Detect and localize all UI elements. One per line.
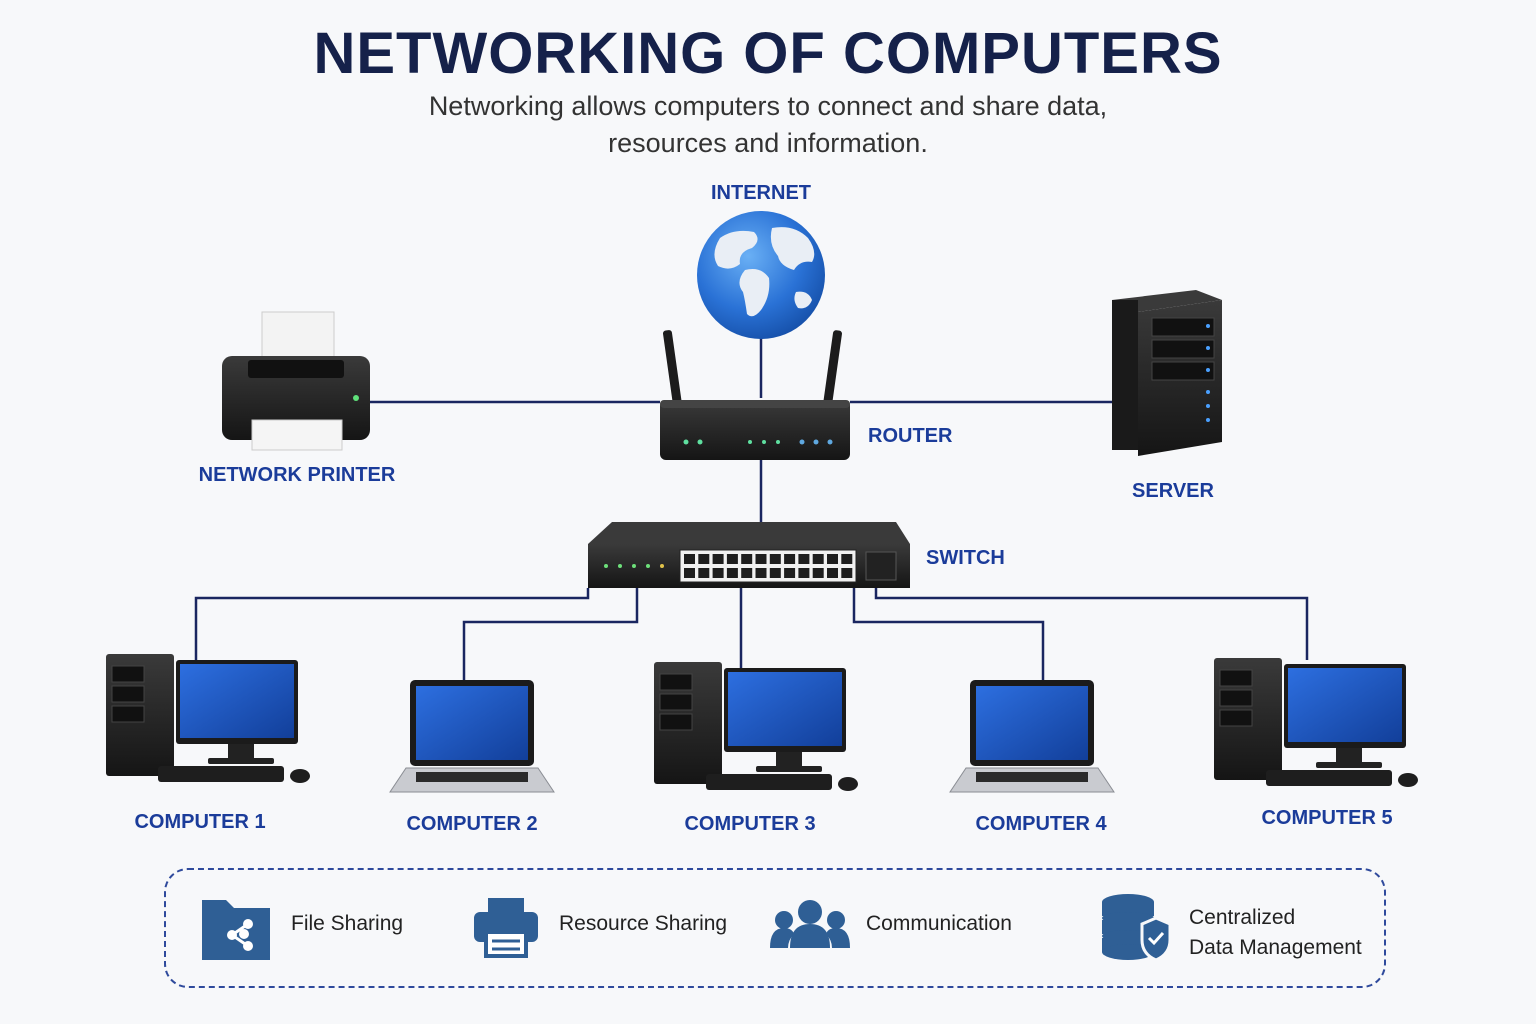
centralized-line-2: Data Management <box>1189 936 1362 959</box>
switch-label: SWITCH <box>926 547 1005 569</box>
line-switch-computer4 <box>852 588 1045 682</box>
subtitle-line-2: resources and information. <box>608 128 928 158</box>
router-icon <box>660 330 850 460</box>
users-group-icon <box>770 900 850 948</box>
file-sharing-label: File Sharing <box>291 912 404 935</box>
resource-sharing-label: Resource Sharing <box>559 912 728 935</box>
line-switch-computer2 <box>462 588 639 682</box>
computer4-label: COMPUTER 4 <box>975 813 1107 835</box>
printer-icon <box>222 311 370 451</box>
desktop-computer-icon <box>1214 658 1418 787</box>
computer1-label: COMPUTER 1 <box>134 811 266 833</box>
benefits-panel <box>164 868 1386 988</box>
switch-ports <box>684 554 853 578</box>
page-title: NETWORKING OF COMPUTERS <box>313 21 1223 86</box>
line-switch-computer5 <box>874 588 1309 660</box>
server-label: SERVER <box>1132 480 1214 502</box>
switch-icon <box>588 522 910 588</box>
router-label: ROUTER <box>868 425 953 447</box>
line-switch-computer1 <box>194 588 590 660</box>
printer-icon <box>474 898 538 958</box>
desktop-computer-icon <box>654 662 858 791</box>
computer2-label: COMPUTER 2 <box>406 813 538 835</box>
globe-icon <box>697 211 825 339</box>
centralized-line-1: Centralized <box>1189 906 1296 929</box>
laptop-computer-icon <box>389 680 555 793</box>
laptop-computer-icon <box>949 680 1115 793</box>
server-icon <box>1112 290 1222 456</box>
connection-lines <box>194 335 1309 682</box>
centralized-data-label: Centralized Data Management <box>1189 903 1362 963</box>
communication-label: Communication <box>866 912 1012 935</box>
subtitle-line-1: Networking allows computers to connect a… <box>428 91 1108 121</box>
printer-label: NETWORK PRINTER <box>198 464 396 486</box>
computer3-label: COMPUTER 3 <box>684 813 816 835</box>
page-subtitle: Networking allows computers to connect a… <box>368 88 1168 162</box>
folder-share-icon <box>202 900 270 960</box>
database-shield-icon <box>1102 894 1172 962</box>
desktop-computer-icon <box>106 654 310 783</box>
computer5-label: COMPUTER 5 <box>1261 807 1393 829</box>
internet-label: INTERNET <box>711 182 811 204</box>
